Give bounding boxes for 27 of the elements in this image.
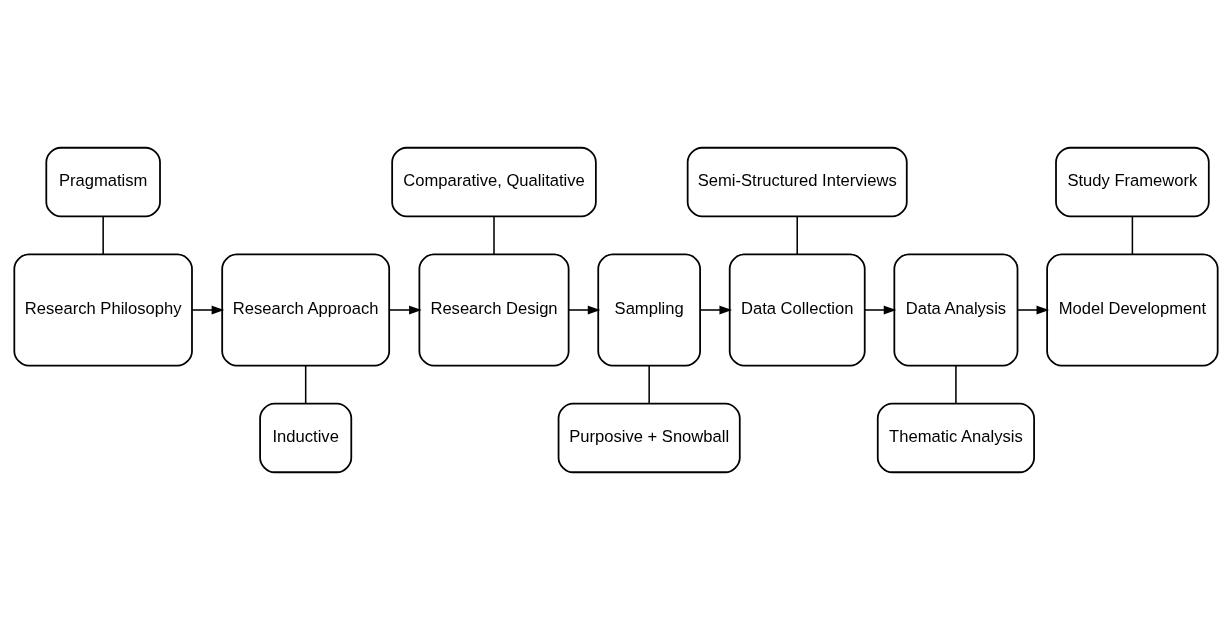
arrow (388, 305, 422, 314)
node-box: Comparative, Qualitative (391, 146, 597, 217)
node-box: Inductive (259, 402, 353, 473)
node-box: Research Philosophy (13, 252, 193, 367)
connector (493, 215, 495, 255)
connector (955, 364, 957, 404)
node-box: Sampling (597, 252, 701, 367)
arrow (699, 305, 732, 314)
node-box: Research Design (418, 252, 570, 367)
node-box: Semi-Structured Interviews (686, 146, 908, 217)
node-box: Purposive + Snowball (557, 402, 741, 473)
connector (1131, 215, 1134, 255)
connector (304, 364, 307, 404)
node-box: Model Development (1046, 252, 1219, 367)
connector (102, 215, 104, 255)
connector (648, 364, 650, 404)
node-box: Thematic Analysis (876, 402, 1035, 473)
node-box: Data Analysis (893, 252, 1019, 367)
node-box: Pragmatism (45, 146, 161, 217)
node-box: Study Framework (1055, 146, 1210, 217)
arrow (1016, 305, 1050, 314)
arrow (191, 305, 225, 314)
node-box: Research Approach (221, 252, 391, 367)
connector (796, 215, 798, 255)
arrow (568, 305, 601, 314)
node-box: Data Collection (728, 252, 866, 367)
arrow (864, 305, 897, 314)
